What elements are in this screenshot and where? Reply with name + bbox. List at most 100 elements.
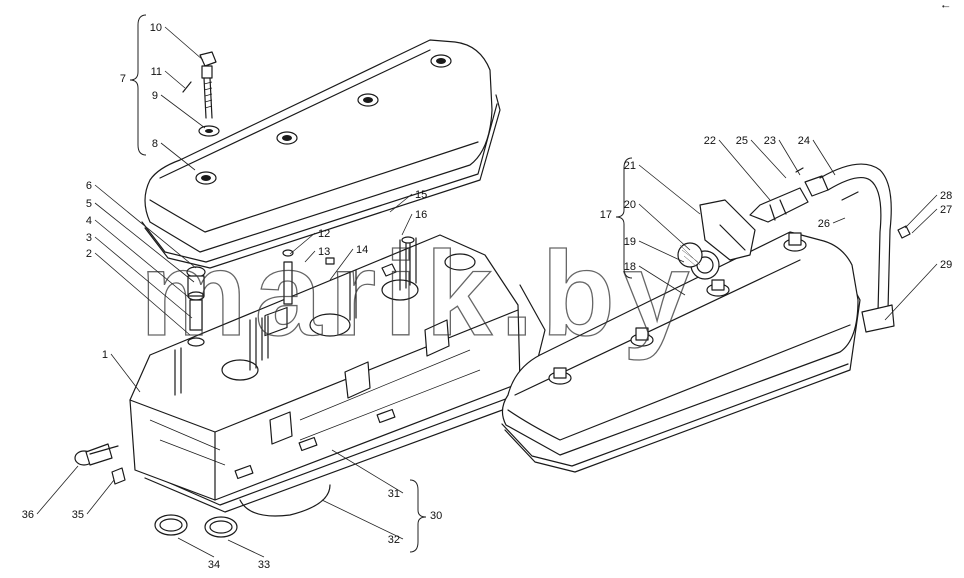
callout-leader (94, 219, 193, 301)
callout-leader (304, 250, 316, 263)
cover-boss (706, 279, 730, 297)
callout-leader (750, 139, 787, 179)
callout-35: 35 (72, 479, 115, 521)
brace-group-7 (129, 14, 147, 156)
callout-leader (884, 263, 938, 321)
callout-leader (331, 449, 404, 494)
callout-leader (718, 139, 771, 201)
callout-6: 6 (86, 180, 197, 269)
watermark-text: marik.by (140, 227, 698, 361)
callout-5: 5 (86, 198, 195, 283)
callout-24: 24 (798, 135, 836, 176)
callout-label: 11 (151, 66, 162, 78)
callout-label: 18 (624, 261, 636, 273)
cover-boss (783, 232, 807, 252)
callout-23: 23 (764, 135, 801, 176)
callout-leader (94, 184, 197, 269)
callout-leader (110, 353, 141, 393)
callout-27: 27 (911, 204, 952, 234)
callout-label: 36 (22, 509, 34, 521)
callout-leader (389, 193, 413, 213)
callout-16: 16 (401, 209, 427, 236)
valve-cover-lower (501, 231, 861, 473)
callout-26: 26 (818, 217, 846, 230)
callout-label: 5 (86, 198, 92, 210)
valve-parts-stack (186, 266, 206, 347)
callout-leader (321, 499, 404, 540)
callout-2: 2 (86, 248, 191, 336)
callout-label: 32 (388, 534, 400, 546)
callout-leader (94, 252, 191, 336)
callout-1: 1 (102, 349, 141, 393)
cover-boss (630, 327, 654, 347)
callout-13: 13 (304, 246, 330, 263)
callout-label: 2 (86, 248, 92, 260)
callout-leader (289, 232, 316, 255)
callout-label: 13 (318, 246, 330, 258)
callout-leader (94, 236, 193, 319)
callout-label: 7 (120, 73, 126, 85)
callout-label: 4 (86, 215, 92, 227)
callout-leader (164, 26, 204, 61)
callout-8: 8 (152, 138, 196, 171)
callout-label: 3 (86, 232, 92, 244)
breather-assembly (677, 199, 756, 280)
callout-leader (86, 479, 115, 515)
callout-label: 25 (736, 135, 748, 147)
callout-label: 9 (152, 90, 158, 102)
callout-label: 8 (152, 138, 158, 150)
callout-leader (638, 164, 701, 215)
callout-leader (177, 537, 215, 558)
callout-label: 14 (356, 244, 368, 256)
callout-label: 27 (940, 204, 952, 216)
callout-12: 12 (289, 228, 330, 255)
corner-mark: •– (942, 2, 950, 11)
callout-36: 36 (22, 465, 79, 521)
cover-boss (430, 54, 452, 68)
callout-33: 33 (227, 539, 270, 571)
bolt-assembly (182, 51, 220, 137)
small-parts-12-16 (282, 236, 415, 305)
callout-label: 26 (818, 218, 830, 230)
callout-label: 24 (798, 135, 810, 147)
callout-leader (36, 465, 79, 515)
callout-9: 9 (152, 90, 206, 129)
callout-leader (401, 213, 413, 236)
callout-17: 17 (600, 209, 612, 221)
brace-group-30 (409, 479, 427, 553)
callout-label: 12 (318, 228, 330, 240)
callout-3: 3 (86, 232, 193, 319)
callout-18: 18 (624, 261, 686, 296)
callout-31: 31 (331, 449, 404, 500)
callout-30: 30 (430, 510, 442, 522)
callout-leader (329, 248, 354, 281)
callout-leader (832, 217, 846, 224)
callout-leader (638, 265, 686, 296)
callout-label: 29 (940, 259, 952, 271)
cover-boss (276, 131, 298, 145)
callout-leader (904, 194, 938, 229)
callout-label: 20 (624, 199, 636, 211)
callout-label: 23 (764, 135, 776, 147)
callout-label: 17 (600, 209, 612, 221)
callout-label: 34 (208, 559, 220, 571)
callout-label: 30 (430, 510, 442, 522)
callout-leader (911, 208, 938, 234)
callout-25: 25 (736, 135, 787, 179)
breather-pipe (749, 163, 911, 333)
callout-22: 22 (704, 135, 771, 201)
callout-leader (164, 70, 186, 89)
callout-leader (160, 94, 206, 129)
callout-11: 11 (151, 66, 186, 89)
callout-leader (227, 539, 265, 558)
callout-label: 16 (415, 209, 427, 221)
brace-group-17 (615, 157, 633, 279)
lower-fasteners (74, 443, 238, 538)
callout-leader (638, 240, 685, 263)
callout-label: 22 (704, 135, 716, 147)
callout-leader (94, 202, 195, 283)
callout-leader (638, 203, 691, 251)
cover-boss (195, 171, 217, 185)
